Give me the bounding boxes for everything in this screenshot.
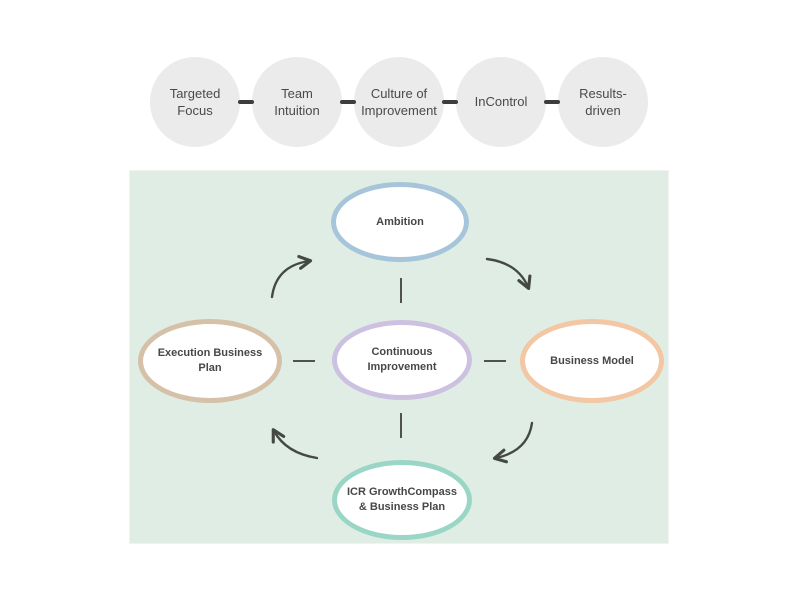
arrow-business-model-to-icr-icon [492, 421, 534, 464]
connector-center-to-bottom [400, 413, 402, 438]
cycle-panel: Ambition Business Model ICR GrowthCompas… [130, 171, 668, 543]
node-icr-growthcompass-business-plan: ICR GrowthCompass & Business Plan [332, 460, 472, 540]
arrow-execution-to-ambition-icon [270, 254, 313, 299]
value-label: Team Intuition [274, 85, 320, 118]
node-label: Ambition [376, 215, 424, 228]
node-ambition: Ambition [331, 182, 469, 262]
node-label: Business Model [550, 354, 634, 367]
arrow-icr-to-execution-icon [271, 428, 319, 460]
node-execution-business-plan: Execution Business Plan [138, 319, 282, 403]
value-circle-team-intuition: Team Intuition [252, 57, 342, 147]
value-label: Results-driven [579, 85, 627, 118]
chain-dash-icon [544, 100, 560, 104]
value-label: Targeted Focus [169, 85, 221, 118]
connector-center-to-top [400, 278, 402, 303]
node-continuous-improvement: Continuous Improvement [332, 320, 472, 400]
value-label: InControl [474, 94, 528, 110]
value-circle-targeted-focus: Targeted Focus [150, 57, 240, 147]
value-circle-incontrol: InControl [456, 57, 546, 147]
value-label: Culture of Improvement [361, 85, 437, 118]
connector-center-to-left [293, 360, 315, 362]
value-circle-results-driven: Results-driven [558, 57, 648, 147]
values-chain: Targeted Focus Team Intuition Culture of… [150, 57, 648, 147]
node-label: ICR GrowthCompass & Business Plan [346, 486, 457, 513]
chain-dash-icon [238, 100, 254, 104]
chain-dash-icon [442, 100, 458, 104]
node-label: Execution Business Plan [157, 347, 263, 374]
connector-center-to-right [484, 360, 506, 362]
value-circle-culture-of-improvement: Culture of Improvement [354, 57, 444, 147]
node-business-model: Business Model [520, 319, 664, 403]
node-label: Continuous Improvement [367, 346, 437, 373]
chain-dash-icon [340, 100, 356, 104]
arrow-ambition-to-business-model-icon [485, 257, 532, 290]
